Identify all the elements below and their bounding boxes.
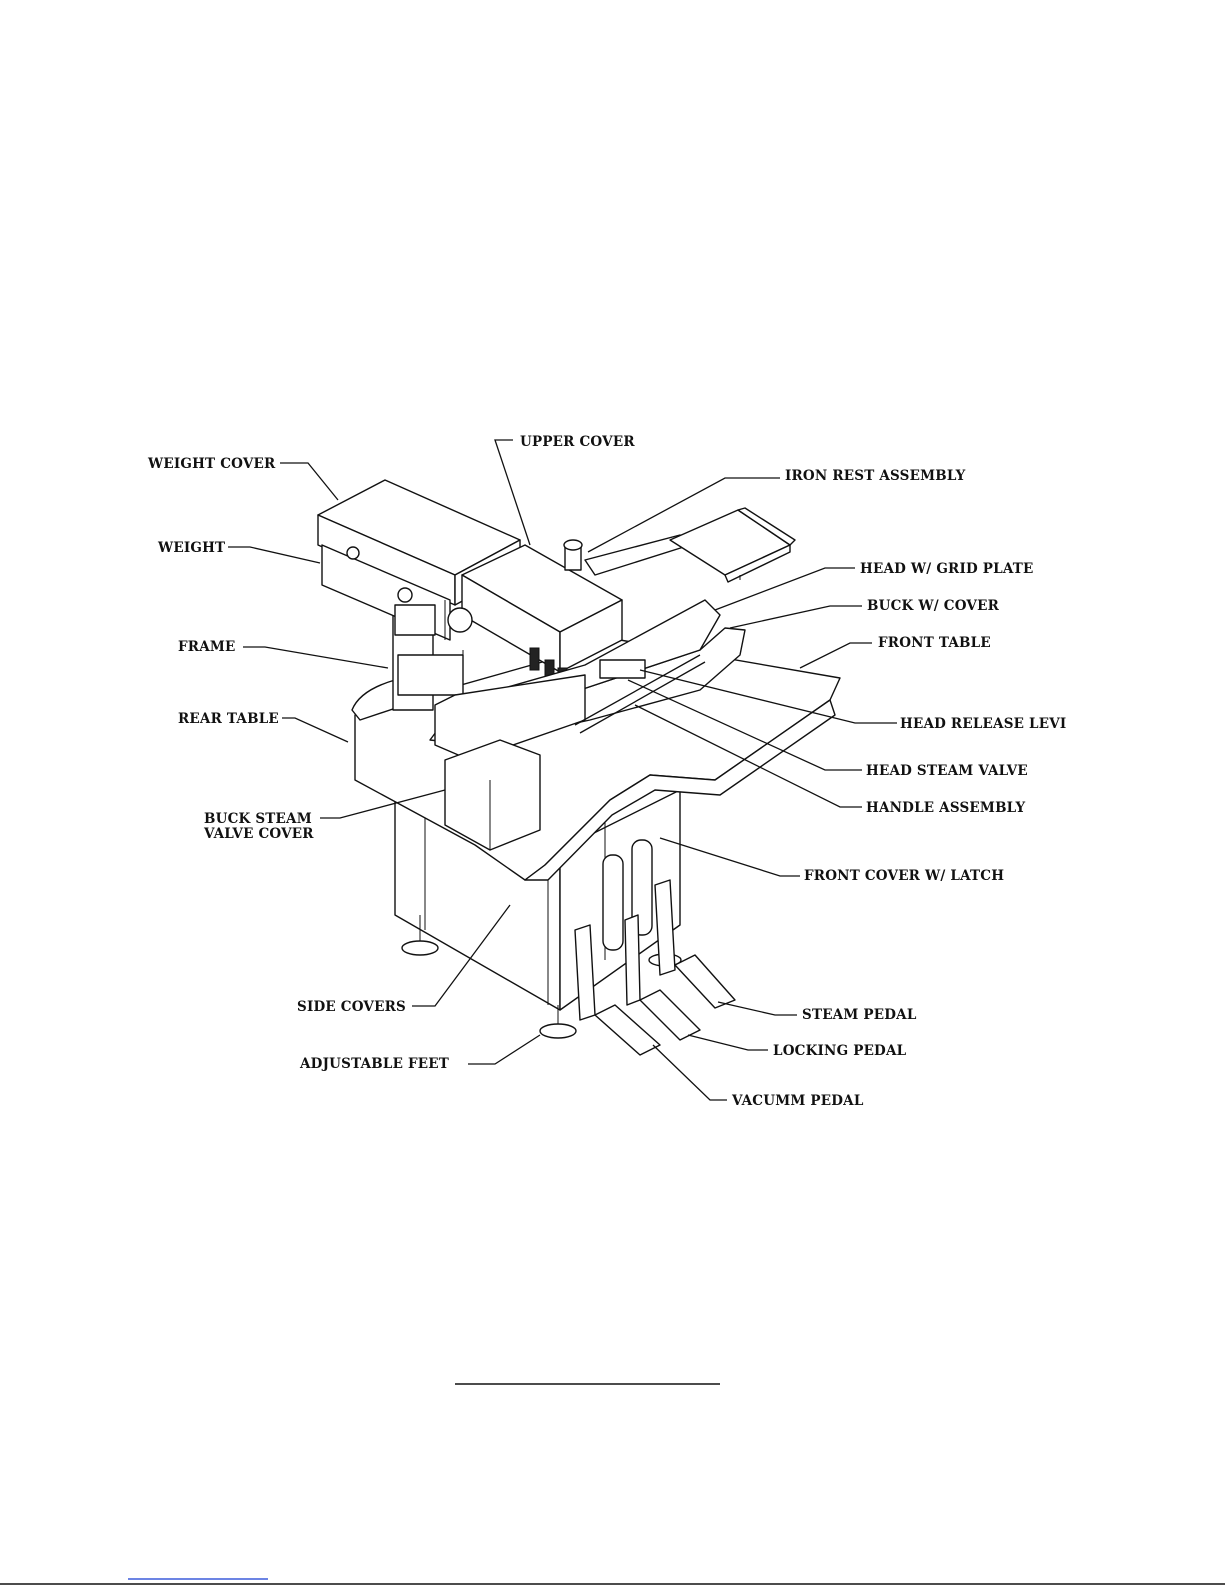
label-front-table: FRONT TABLE xyxy=(878,635,991,651)
label-buck-steam-line1: BUCK STEAM xyxy=(204,811,312,827)
label-rear-table: REAR TABLE xyxy=(178,711,279,727)
label-frame: FRAME xyxy=(178,639,236,655)
label-head-steam-valve: HEAD STEAM VALVE xyxy=(866,763,1028,779)
label-valve-cover-line2: VALVE COVER xyxy=(203,826,314,842)
label-head-w-grid-plate: HEAD W/ GRID PLATE xyxy=(860,561,1034,577)
label-buck-w-cover: BUCK W/ COVER xyxy=(867,598,1000,614)
label-front-cover-w-latch: FRONT COVER W/ LATCH xyxy=(804,868,1004,884)
label-adjustable-feet: ADJUSTABLE FEET xyxy=(299,1056,449,1072)
label-steam-pedal: STEAM PEDAL xyxy=(802,1007,917,1023)
label-locking-pedal: LOCKING PEDAL xyxy=(773,1043,907,1059)
label-upper-cover: UPPER COVER xyxy=(520,434,635,450)
label-weight-cover: WEIGHT COVER xyxy=(147,456,276,472)
label-vacumm-pedal: VACUMM PEDAL xyxy=(731,1093,864,1109)
label-side-covers: SIDE COVERS xyxy=(297,999,406,1015)
label-handle-assembly: HANDLE ASSEMBLY xyxy=(866,800,1026,816)
label-iron-rest-assembly: IRON REST ASSEMBLY xyxy=(785,468,966,484)
label-weight: WEIGHT xyxy=(157,540,225,556)
label-head-release-lever: HEAD RELEASE LEVI xyxy=(900,716,1066,732)
